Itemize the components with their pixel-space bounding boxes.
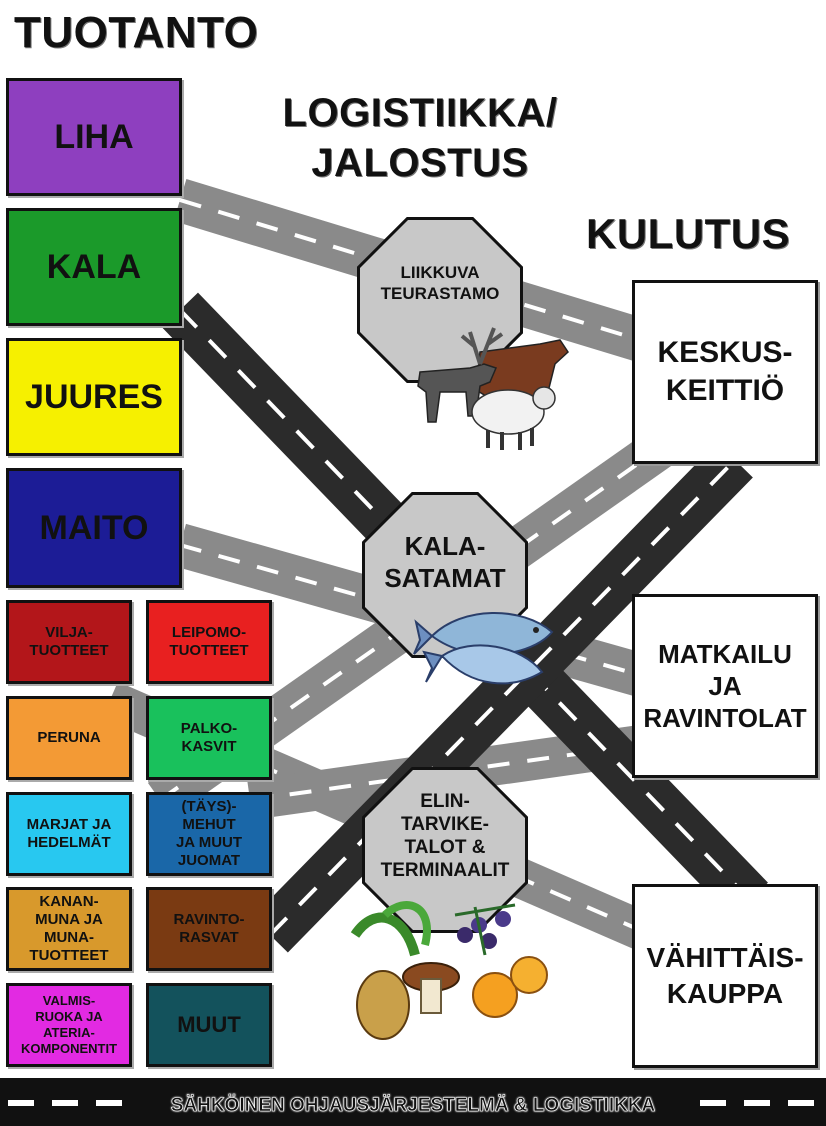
footer-dash bbox=[8, 1100, 34, 1106]
livestock-icon bbox=[417, 327, 569, 450]
production-juures-label: JUURES bbox=[25, 377, 163, 416]
production-marjat-hedelmat-label: MARJAT JA HEDELMÄT bbox=[26, 816, 112, 851]
consumer-matkailu-ravintolat-label: MATKAILU JA RAVINTOLAT bbox=[643, 639, 807, 733]
hub-elintarviketalot-label: ELIN- TARVIKE- TALOT & TERMINAALIT bbox=[380, 791, 510, 881]
consumer-keskuskeittio: KESKUS- KEITTIÖ bbox=[632, 280, 818, 464]
production-ravintorasvat: RAVINTO- RASVAT bbox=[146, 887, 272, 971]
footer-label: SÄHKÖINEN OHJAUSJÄRJESTELMÄ & LOGISTIIKK… bbox=[170, 1095, 656, 1117]
production-kananmuna-label: KANAN- MUNA JA MUNA- TUOTTEET bbox=[29, 893, 109, 964]
production-kala: KALA bbox=[6, 208, 182, 326]
production-palkokasvit: PALKO- KASVIT bbox=[146, 696, 272, 780]
production-viljatuotteet: VILJA- TUOTTEET bbox=[6, 600, 132, 684]
consumer-keskuskeittio-label: KESKUS- KEITTIÖ bbox=[657, 336, 793, 407]
consumer-matkailu-ravintolat: MATKAILU JA RAVINTOLAT bbox=[632, 594, 818, 778]
production-maito-label: MAITO bbox=[39, 508, 149, 547]
footer-dash bbox=[700, 1100, 726, 1106]
production-muut: MUUT bbox=[146, 983, 272, 1067]
footer-dash bbox=[788, 1100, 814, 1106]
production-liha-label: LIHA bbox=[54, 117, 134, 156]
fish-icon bbox=[413, 612, 554, 685]
logistics-heading: LOGISTIIKKA/ JALOSTUS bbox=[282, 91, 558, 185]
hub-kalasatamat-label: KALA- SATAMAT bbox=[384, 531, 506, 593]
footer-dash bbox=[96, 1100, 122, 1106]
consumer-vahittaiskauppa: VÄHITTÄIS- KAUPPA bbox=[632, 884, 818, 1068]
footer-bar bbox=[0, 1078, 826, 1126]
footer-dash bbox=[744, 1100, 770, 1106]
production-mehut-juomat: (TÄYS)- MEHUT JA MUUT JUOMAT bbox=[146, 792, 272, 876]
consumption-heading: KULUTUS bbox=[586, 210, 791, 257]
hub-liikkuva-teurastamo-label: LIIKKUVA TEURASTAMO bbox=[380, 263, 500, 303]
production-peruna-label: PERUNA bbox=[37, 729, 101, 746]
production-maito: MAITO bbox=[6, 468, 182, 588]
production-heading: TUOTANTO bbox=[14, 8, 259, 57]
produce-icon bbox=[350, 901, 548, 1040]
production-muut-label: MUUT bbox=[177, 1012, 241, 1037]
production-marjat-hedelmat: MARJAT JA HEDELMÄT bbox=[6, 792, 132, 876]
footer-dash bbox=[52, 1100, 78, 1106]
production-ravintorasvat-label: RAVINTO- RASVAT bbox=[173, 911, 245, 946]
production-mehut-juomat-label: (TÄYS)- MEHUT JA MUUT JUOMAT bbox=[175, 798, 243, 869]
consumer-vahittaiskauppa-label: VÄHITTÄIS- KAUPPA bbox=[646, 942, 804, 1009]
production-leipomotuotteet-label: LEIPOMO- TUOTTEET bbox=[169, 624, 249, 659]
production-kananmuna: KANAN- MUNA JA MUNA- TUOTTEET bbox=[6, 887, 132, 971]
production-valmisruoka-label: VALMIS- RUOKA JA ATERIA- KOMPONENTIT bbox=[20, 993, 118, 1056]
road-ravintorasvat-keskuskeittio bbox=[252, 442, 753, 953]
production-peruna: PERUNA bbox=[6, 696, 132, 780]
production-kala-label: KALA bbox=[46, 247, 142, 286]
production-juures: JUURES bbox=[6, 338, 182, 456]
production-leipomotuotteet: LEIPOMO- TUOTTEET bbox=[146, 600, 272, 684]
hub-elintarviketalot bbox=[365, 770, 525, 930]
production-viljatuotteet-label: VILJA- TUOTTEET bbox=[29, 624, 109, 659]
production-valmisruoka: VALMIS- RUOKA JA ATERIA- KOMPONENTIT bbox=[6, 983, 132, 1067]
production-liha: LIHA bbox=[6, 78, 182, 196]
production-palkokasvit-label: PALKO- KASVIT bbox=[180, 720, 238, 755]
